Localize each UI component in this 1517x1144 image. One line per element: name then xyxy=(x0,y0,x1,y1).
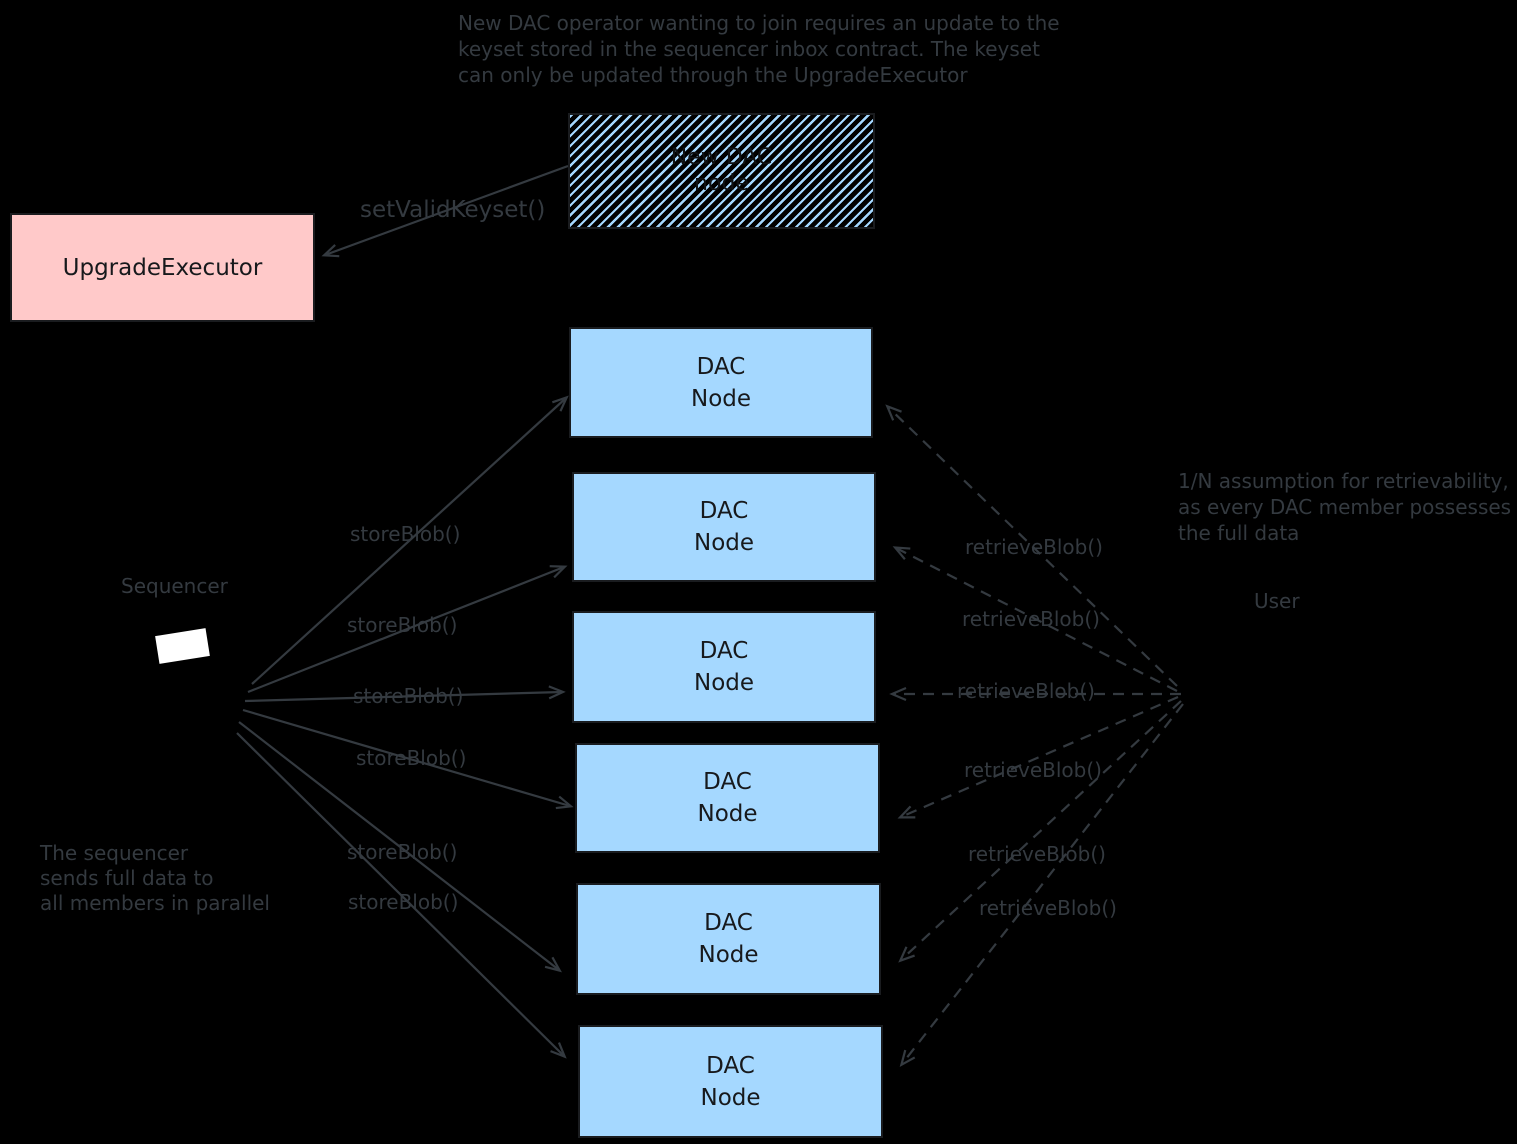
new-dac-node-label-line2: node xyxy=(694,171,749,196)
dac-node-box-5: DAC Node xyxy=(576,883,881,995)
dac-node-6-line2: Node xyxy=(700,1084,761,1111)
retrieve-blob-arrow-2 xyxy=(892,546,1178,692)
store-blob-label-5: storeBlob() xyxy=(347,840,458,864)
set-valid-keyset-arrow xyxy=(321,164,569,258)
parallel-note-line2: sends full data to xyxy=(40,866,214,890)
keyset-note-line1: New DAC operator wanting to join require… xyxy=(458,11,1060,35)
dac-node-5-line2: Node xyxy=(698,942,759,968)
retrieve-blob-label-6: retrieveBlob() xyxy=(979,896,1117,920)
sequencer-label: Sequencer xyxy=(121,574,228,598)
dac-node-3-line2: Node xyxy=(693,670,755,696)
retrieve-blob-label-1: retrieveBlob() xyxy=(965,535,1103,559)
store-blob-label-4: storeBlob() xyxy=(356,746,467,770)
store-blob-arrow-2 xyxy=(247,565,568,694)
dac-node-2-line2: Node xyxy=(693,530,755,556)
store-blob-label-2: storeBlob() xyxy=(347,613,458,637)
dac-node-6-line1: DAC xyxy=(706,1052,755,1079)
store-blob-arrow-1 xyxy=(251,395,569,685)
store-blob-arrow-6 xyxy=(236,732,567,1059)
keyset-note-line3: can only be updated through the UpgradeE… xyxy=(458,63,968,87)
new-dac-node-label-line1: New DAC xyxy=(670,145,773,170)
store-blob-label-3: storeBlob() xyxy=(353,684,464,708)
dac-node-4-line2: Node xyxy=(697,801,758,827)
retrievability-note-line2: as every DAC member possesses xyxy=(1178,495,1512,519)
set-valid-keyset-label: setValidKeyset() xyxy=(360,197,546,223)
dac-node-box-1: DAC Node xyxy=(569,327,873,438)
dac-node-2-line1: DAC xyxy=(699,498,749,524)
dac-node-5-line1: DAC xyxy=(704,910,753,936)
store-blob-arrow-5 xyxy=(238,721,562,973)
retrievability-note-line1: 1/N assumption for retrievability, xyxy=(1178,469,1509,493)
retrieve-blob-label-5: retrieveBlob() xyxy=(968,842,1106,866)
store-blob-label-1: storeBlob() xyxy=(350,522,461,546)
dac-node-box-3: DAC Node xyxy=(572,611,876,723)
dac-node-box-4: DAC Node xyxy=(575,743,880,853)
retrievability-note-line3: the full data xyxy=(1178,521,1300,545)
user-label: User xyxy=(1254,589,1300,613)
parallel-note: The sequencer sends full data to all mem… xyxy=(40,841,270,916)
parallel-note-line1: The sequencer xyxy=(40,841,189,865)
parallel-note-line3: all members in parallel xyxy=(40,891,270,915)
upgrade-executor-label: UpgradeExecutor xyxy=(62,254,263,281)
retrieve-blob-label-4: retrieveBlob() xyxy=(964,758,1102,782)
dac-node-box-2: DAC Node xyxy=(572,472,876,582)
store-blob-label-6: storeBlob() xyxy=(348,890,459,914)
dac-node-3-line1: DAC xyxy=(699,638,749,664)
store-blob-arrow-4 xyxy=(242,708,574,810)
dac-node-4-line1: DAC xyxy=(703,769,752,795)
retrieve-blob-arrow-5 xyxy=(898,700,1182,963)
retrieve-blob-label-2: retrieveBlob() xyxy=(962,607,1100,631)
keyset-note-line2: keyset stored in the sequencer inbox con… xyxy=(458,37,1040,61)
new-dac-node-box: New DAC node xyxy=(568,113,875,229)
retrieve-blob-arrow-4 xyxy=(897,695,1179,819)
retrieve-blob-arrow-6 xyxy=(899,703,1184,1067)
upgrade-executor-box: UpgradeExecutor xyxy=(10,213,315,322)
retrieve-blob-arrow-1 xyxy=(885,404,1178,687)
retrieve-blob-label-3: retrieveBlob() xyxy=(957,679,1095,703)
dac-node-1-line2: Node xyxy=(690,385,752,412)
keyset-note: New DAC operator wanting to join require… xyxy=(458,10,1060,88)
dac-node-1-line1: DAC xyxy=(696,353,746,380)
retrievability-note: 1/N assumption for retrievability, as ev… xyxy=(1178,468,1511,546)
store-blob-arrow-3 xyxy=(244,685,566,703)
dac-node-box-6: DAC Node xyxy=(578,1025,883,1138)
